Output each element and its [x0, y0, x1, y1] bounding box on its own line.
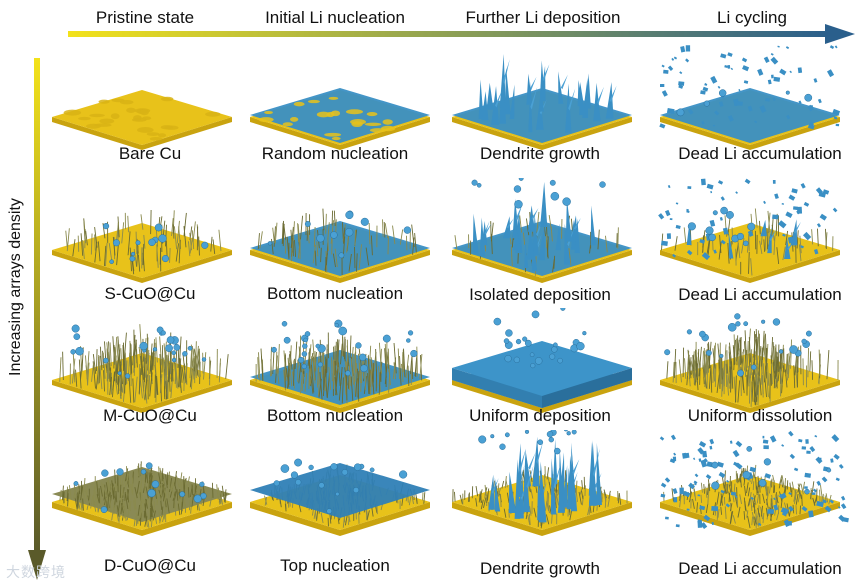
label-r1-c3: Dendrite growth: [479, 144, 600, 163]
horizontal-arrow: [68, 24, 855, 44]
scene-r3-c2: [250, 319, 430, 413]
column-header-pristine: Pristine state: [95, 8, 195, 27]
scene-r3-c1: [52, 324, 232, 413]
label-r2-c4: Dead Li accumulation: [678, 285, 842, 304]
label-r4-c4: Dead Li accumulation: [678, 559, 842, 578]
scene-r2-c2: [250, 208, 430, 283]
scene-r1-c3: [452, 54, 632, 150]
label-r2-c1: S-CuO@Cu: [104, 284, 196, 303]
scene-r3-c4: [660, 313, 840, 413]
scene-r1-c1: [52, 90, 232, 150]
label-r3-c1: M-CuO@Cu: [103, 406, 197, 425]
label-r2-c3: Isolated deposition: [469, 285, 611, 304]
label-r1-c1: Bare Cu: [118, 144, 182, 163]
scene-r1-c4: [659, 45, 841, 150]
column-header-nucleation: Initial Li nucleation: [265, 8, 405, 27]
scene-r4-c4: [659, 430, 849, 536]
label-r3-c3: Uniform deposition: [469, 406, 611, 425]
scene-r4-c2: [250, 458, 430, 536]
label-r1-c2: Random nucleation: [261, 144, 409, 163]
scene-r2-c3: [452, 178, 632, 283]
label-r3-c2: Bottom nucleation: [266, 406, 404, 425]
label-r2-c2: Bottom nucleation: [266, 284, 404, 303]
vertical-axis-label: Increasing arrays density: [7, 198, 24, 376]
scene-r4-c3: [452, 430, 632, 536]
label-r4-c1: D-CuO@Cu: [104, 556, 196, 575]
vertical-arrow: [28, 58, 46, 580]
label-r1-c4: Dead Li accumulation: [678, 144, 842, 163]
scene-r2-c1: [52, 209, 232, 283]
watermark: 大数跨境: [6, 564, 66, 580]
scene-r4-c1: [52, 461, 232, 536]
column-header-cycling: Li cycling: [717, 8, 787, 27]
column-header-deposition: Further Li deposition: [465, 8, 621, 27]
label-r4-c3: Dendrite growth: [479, 559, 600, 578]
scene-r3-c3: [452, 308, 632, 413]
scene-r1-c2: [250, 88, 430, 150]
scene-r2-c4: [658, 178, 840, 283]
label-r4-c2: Top nucleation: [280, 556, 390, 575]
label-r3-c4: Uniform dissolution: [687, 406, 833, 425]
